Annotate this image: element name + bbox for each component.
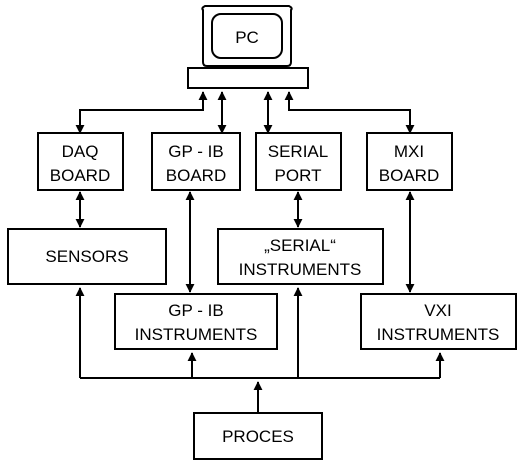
- serial-port: SERIAL PORT: [255, 132, 342, 191]
- sensors-box: SENSORS: [7, 228, 167, 285]
- gpib-instruments-line2: INSTRUMENTS: [135, 325, 258, 344]
- vxi-instruments-box: VXI INSTRUMENTS: [360, 293, 517, 350]
- daq-board: DAQ BOARD: [37, 132, 124, 191]
- pc-base: [187, 67, 309, 89]
- pc-mxi-link: [284, 91, 415, 134]
- gpib-board-line1: GP - IB: [168, 142, 223, 161]
- process-label: PROCES: [222, 427, 294, 446]
- serial-port-line2: PORT: [275, 166, 322, 185]
- serial-instruments-box: „SERIAL“ INSTRUMENTS: [217, 228, 384, 285]
- sensors-label: SENSORS: [45, 247, 128, 266]
- serial-port-line1: SERIAL: [268, 142, 328, 161]
- mxi-board-line1: MXI: [394, 142, 424, 161]
- monitor-screen: [211, 13, 283, 59]
- daq-board-line1: DAQ: [62, 142, 99, 161]
- gpib-board-line2: BOARD: [166, 166, 226, 185]
- serial-instruments-line1: „SERIAL“: [264, 236, 336, 255]
- gpib-instruments-box: GP - IB INSTRUMENTS: [114, 293, 278, 350]
- gpib-board: GP - IB BOARD: [151, 132, 241, 191]
- serial-instruments-line2: INSTRUMENTS: [239, 260, 362, 279]
- gpib-instruments-line1: GP - IB: [168, 301, 223, 320]
- mxi-board-line2: BOARD: [379, 166, 439, 185]
- vxi-instruments-line1: VXI: [424, 301, 451, 320]
- vxi-instruments-line2: INSTRUMENTS: [377, 325, 500, 344]
- pc-label: PC: [235, 28, 259, 47]
- pc-monitor: PC: [201, 5, 293, 67]
- mxi-board: MXI BOARD: [366, 132, 453, 191]
- pc-daq-link: [75, 91, 208, 134]
- process-box: PROCES: [193, 412, 323, 460]
- daq-board-line2: BOARD: [50, 166, 110, 185]
